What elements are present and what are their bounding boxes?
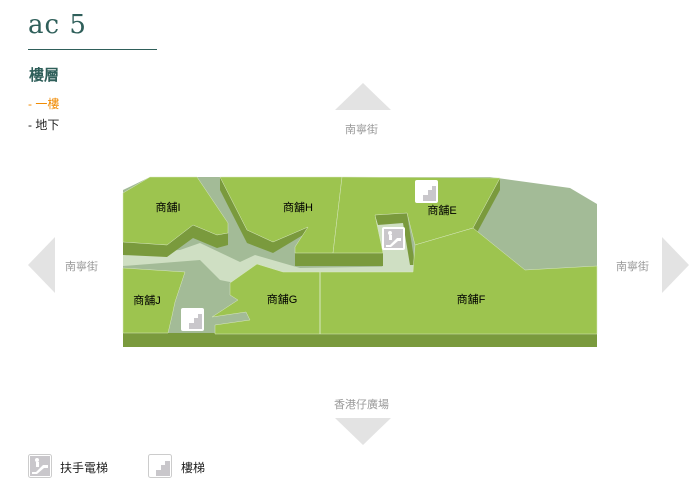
floors-heading: 樓層	[29, 67, 60, 84]
arrow-west[interactable]	[28, 237, 55, 293]
shop-e[interactable]	[332, 176, 501, 254]
escalator-legend-icon	[28, 454, 52, 478]
escalator-legend-label: 扶手電梯	[60, 461, 109, 475]
shop-i[interactable]	[122, 176, 229, 246]
shop-g-label: 商舖G	[267, 292, 298, 306]
stairs-icon	[415, 180, 438, 203]
shop-h-wall	[220, 177, 308, 253]
street-south-label: 香港仔廣場	[334, 399, 389, 411]
shop-h-label: 商舖H	[283, 200, 313, 214]
stairs-legend-label: 樓梯	[181, 461, 206, 475]
escalator-wall	[375, 213, 415, 265]
arrow-east[interactable]	[662, 237, 689, 293]
stairs-legend-icon	[148, 454, 172, 478]
shop-i-wall	[123, 225, 228, 257]
stairs-icon	[181, 308, 204, 331]
shop-e-wall	[473, 178, 500, 240]
shop-j-label: 商舖J	[133, 293, 161, 307]
street-east-label: 南寧街	[616, 261, 649, 273]
arrow-north[interactable]	[335, 83, 391, 110]
title-divider	[28, 49, 157, 50]
arrow-south[interactable]	[335, 418, 391, 445]
street-north-label: 南寧街	[345, 124, 378, 136]
escalator-icon	[382, 227, 405, 250]
shop-f-label: 商舖F	[457, 292, 486, 306]
bottom-wall	[123, 333, 597, 347]
shop-h-bottom-wall	[295, 253, 383, 266]
street-west-label: 南寧街	[65, 261, 98, 273]
shop-j[interactable]	[122, 267, 186, 334]
shop-i-label: 商舖I	[155, 200, 180, 214]
shop-e-label: 商舖E	[427, 203, 456, 217]
floor-link-1f[interactable]: - 一樓	[28, 97, 60, 111]
shop-gf[interactable]	[211, 227, 598, 335]
walkway	[123, 243, 415, 283]
page-title: ac 5	[28, 10, 87, 40]
floor-link-basement[interactable]: - 地下	[28, 118, 60, 132]
